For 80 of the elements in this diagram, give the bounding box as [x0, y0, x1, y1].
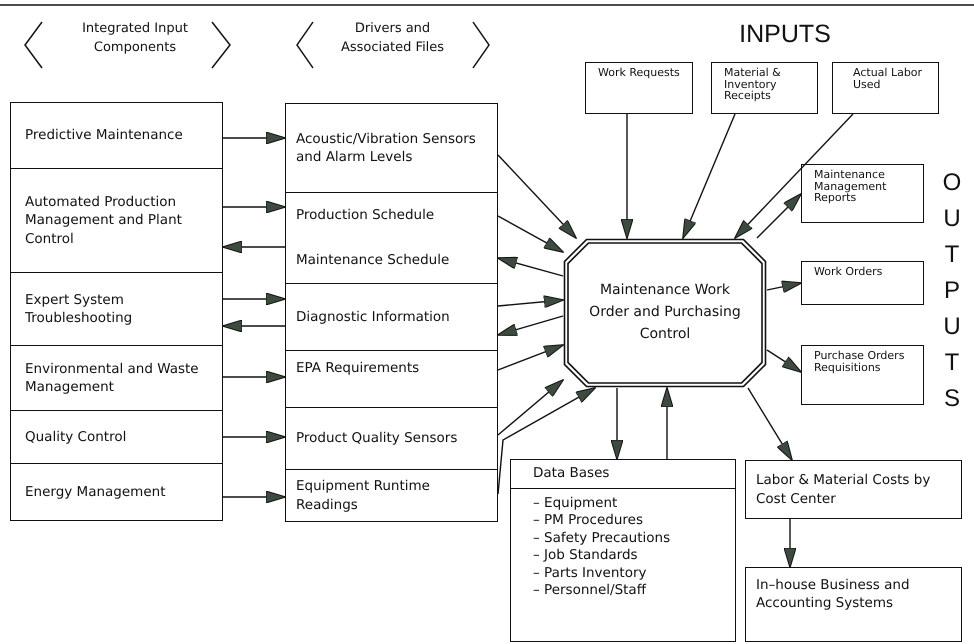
section-heading: OUTPUTS — [942, 168, 962, 414]
arrow — [756, 192, 802, 238]
arrow — [498, 215, 564, 253]
box-label: Production Schedule — [296, 206, 436, 225]
box-label: Work Requests — [598, 67, 681, 79]
arrow — [223, 490, 286, 504]
box-label: Automated Production Management and Plant Control — [25, 193, 183, 248]
arrow — [620, 114, 634, 240]
process-box — [801, 261, 924, 305]
process-box — [285, 407, 498, 470]
process-box — [585, 62, 693, 114]
process-box — [801, 164, 924, 223]
list-item: – Parts Inventory — [532, 564, 648, 582]
arrow — [747, 388, 794, 462]
box-label: Quality Control — [25, 428, 128, 446]
process-box — [745, 567, 962, 642]
list-item: – Equipment — [532, 494, 618, 512]
box-label: Product Quality Sensors — [296, 429, 458, 448]
arrow — [610, 388, 624, 460]
arrow — [496, 256, 564, 277]
arrow — [498, 344, 564, 371]
column-heading: Drivers and Associated Files — [340, 20, 446, 57]
process-box — [832, 62, 939, 114]
box-label: Equipment Runtime Readings — [296, 477, 431, 514]
arrow — [766, 349, 802, 374]
process-box — [10, 102, 223, 169]
process-box — [801, 345, 924, 405]
arrow — [682, 114, 736, 240]
process-box — [10, 345, 223, 411]
arrow — [734, 114, 854, 240]
arrow — [223, 430, 286, 444]
arrow — [498, 154, 578, 240]
box-label: In–house Business and Accounting Systems — [756, 576, 911, 612]
process-box — [285, 192, 498, 284]
process-box — [285, 283, 498, 351]
box-label: Environmental and Waste Management — [25, 360, 200, 396]
box-label: Energy Management — [25, 482, 166, 502]
process-box — [10, 272, 223, 346]
arrow — [496, 315, 564, 336]
box-label: Maintenance Work Order and Purchasing Control — [588, 281, 742, 344]
box-heading: Data Bases — [511, 460, 735, 489]
arrow — [222, 320, 285, 332]
process-box — [10, 168, 223, 273]
box-label: Predictive Maintenance — [25, 126, 184, 145]
box-label: Expert System Troubleshooting — [25, 290, 134, 328]
column-heading: Integrated Input Components — [81, 20, 189, 57]
box-label: Actual Labor Used — [853, 67, 924, 90]
box-label: Purchase Orders Requisitions — [814, 350, 906, 374]
arrow — [784, 519, 796, 568]
section-heading: INPUTS — [738, 22, 832, 47]
box-label: EPA Requirements — [296, 359, 420, 378]
list-item: – Job Standards — [532, 547, 639, 565]
arrow — [223, 200, 286, 214]
arrow — [223, 292, 286, 306]
arrow — [766, 280, 802, 294]
list-item: – Personnel/Staff — [532, 582, 648, 600]
process-box — [10, 463, 223, 521]
box-label: Acoustic/Vibration Sensors and Alarm Levels — [296, 130, 477, 166]
arrow — [223, 370, 286, 384]
arrow — [497, 387, 596, 494]
arrow — [660, 386, 674, 459]
process-box — [10, 410, 223, 464]
process-box — [285, 469, 498, 522]
box-label: Maintenance Management Reports — [814, 169, 888, 204]
list-item: – Safety Precautions — [532, 530, 672, 548]
process-box — [745, 460, 962, 519]
process-box — [285, 103, 498, 193]
arrow — [223, 132, 286, 144]
arrow — [222, 240, 285, 254]
box-label: Work Orders — [814, 266, 884, 278]
box-label: Diagnostic Information — [296, 308, 451, 326]
process-box — [711, 62, 818, 114]
process-box — [285, 350, 498, 408]
arrow — [498, 378, 564, 436]
list-item: – PM Procedures — [532, 512, 644, 530]
box-label: Material & Inventory Receipts — [724, 67, 782, 102]
box-label: Labor & Material Costs by Cost Center — [756, 471, 932, 508]
box-label: Maintenance Schedule — [296, 251, 450, 270]
process-box — [510, 459, 736, 642]
arrow — [498, 295, 564, 308]
